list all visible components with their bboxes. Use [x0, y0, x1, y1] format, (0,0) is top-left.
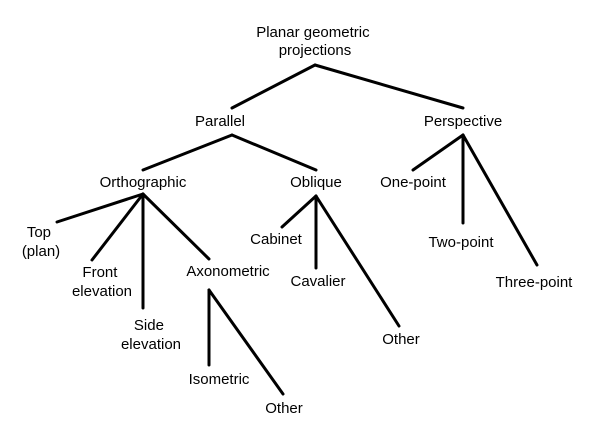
edge-oblique-other	[314, 194, 401, 328]
tree-nodes: Planar geometric projections Parallel Pe…	[22, 24, 573, 417]
edge-root-parallel	[230, 63, 317, 110]
tree-edges	[55, 63, 539, 396]
node-isometric: Isometric	[189, 371, 250, 388]
node-parallel: Parallel	[195, 113, 245, 130]
node-oblique: Oblique	[290, 174, 342, 191]
node-axonometric: Axonometric	[186, 263, 270, 280]
node-cabinet: Cabinet	[250, 231, 303, 248]
node-three-point: Three-point	[496, 274, 574, 291]
node-side-elevation-line-1: Side	[134, 317, 164, 334]
node-top-plan-line-1: Top	[27, 224, 51, 241]
edge-axonometric-other	[207, 288, 285, 396]
node-front-elevation-line-2: elevation	[72, 283, 132, 300]
edge-perspective-one-point	[411, 133, 465, 172]
node-axonometric-other: Other	[265, 400, 303, 417]
node-side-elevation-line-2: elevation	[121, 336, 181, 353]
node-top-plan-line-2: (plan)	[22, 243, 60, 260]
edge-parallel-orthographic	[141, 133, 234, 172]
node-front-elevation: Front elevation	[72, 264, 132, 300]
edge-orthographic-front	[90, 192, 145, 262]
node-orthographic: Orthographic	[100, 174, 187, 191]
edge-perspective-three-point	[461, 133, 539, 267]
node-root-line-1: Planar geometric	[256, 24, 370, 41]
edge-parallel-oblique	[230, 133, 318, 172]
edge-oblique-cabinet	[280, 194, 318, 229]
edge-orthographic-top	[55, 192, 145, 224]
node-top-plan: Top (plan)	[22, 224, 60, 260]
node-cavalier: Cavalier	[290, 273, 345, 290]
node-front-elevation-line-1: Front	[82, 264, 118, 281]
node-oblique-other: Other	[382, 331, 420, 348]
edge-root-perspective	[313, 63, 465, 110]
node-root-line-2: projections	[279, 42, 352, 59]
edge-orthographic-axonometric	[141, 192, 211, 261]
node-one-point: One-point	[380, 174, 447, 191]
node-two-point: Two-point	[428, 234, 494, 251]
node-root: Planar geometric projections	[256, 24, 374, 59]
node-perspective: Perspective	[424, 113, 502, 130]
node-side-elevation: Side elevation	[121, 317, 181, 353]
